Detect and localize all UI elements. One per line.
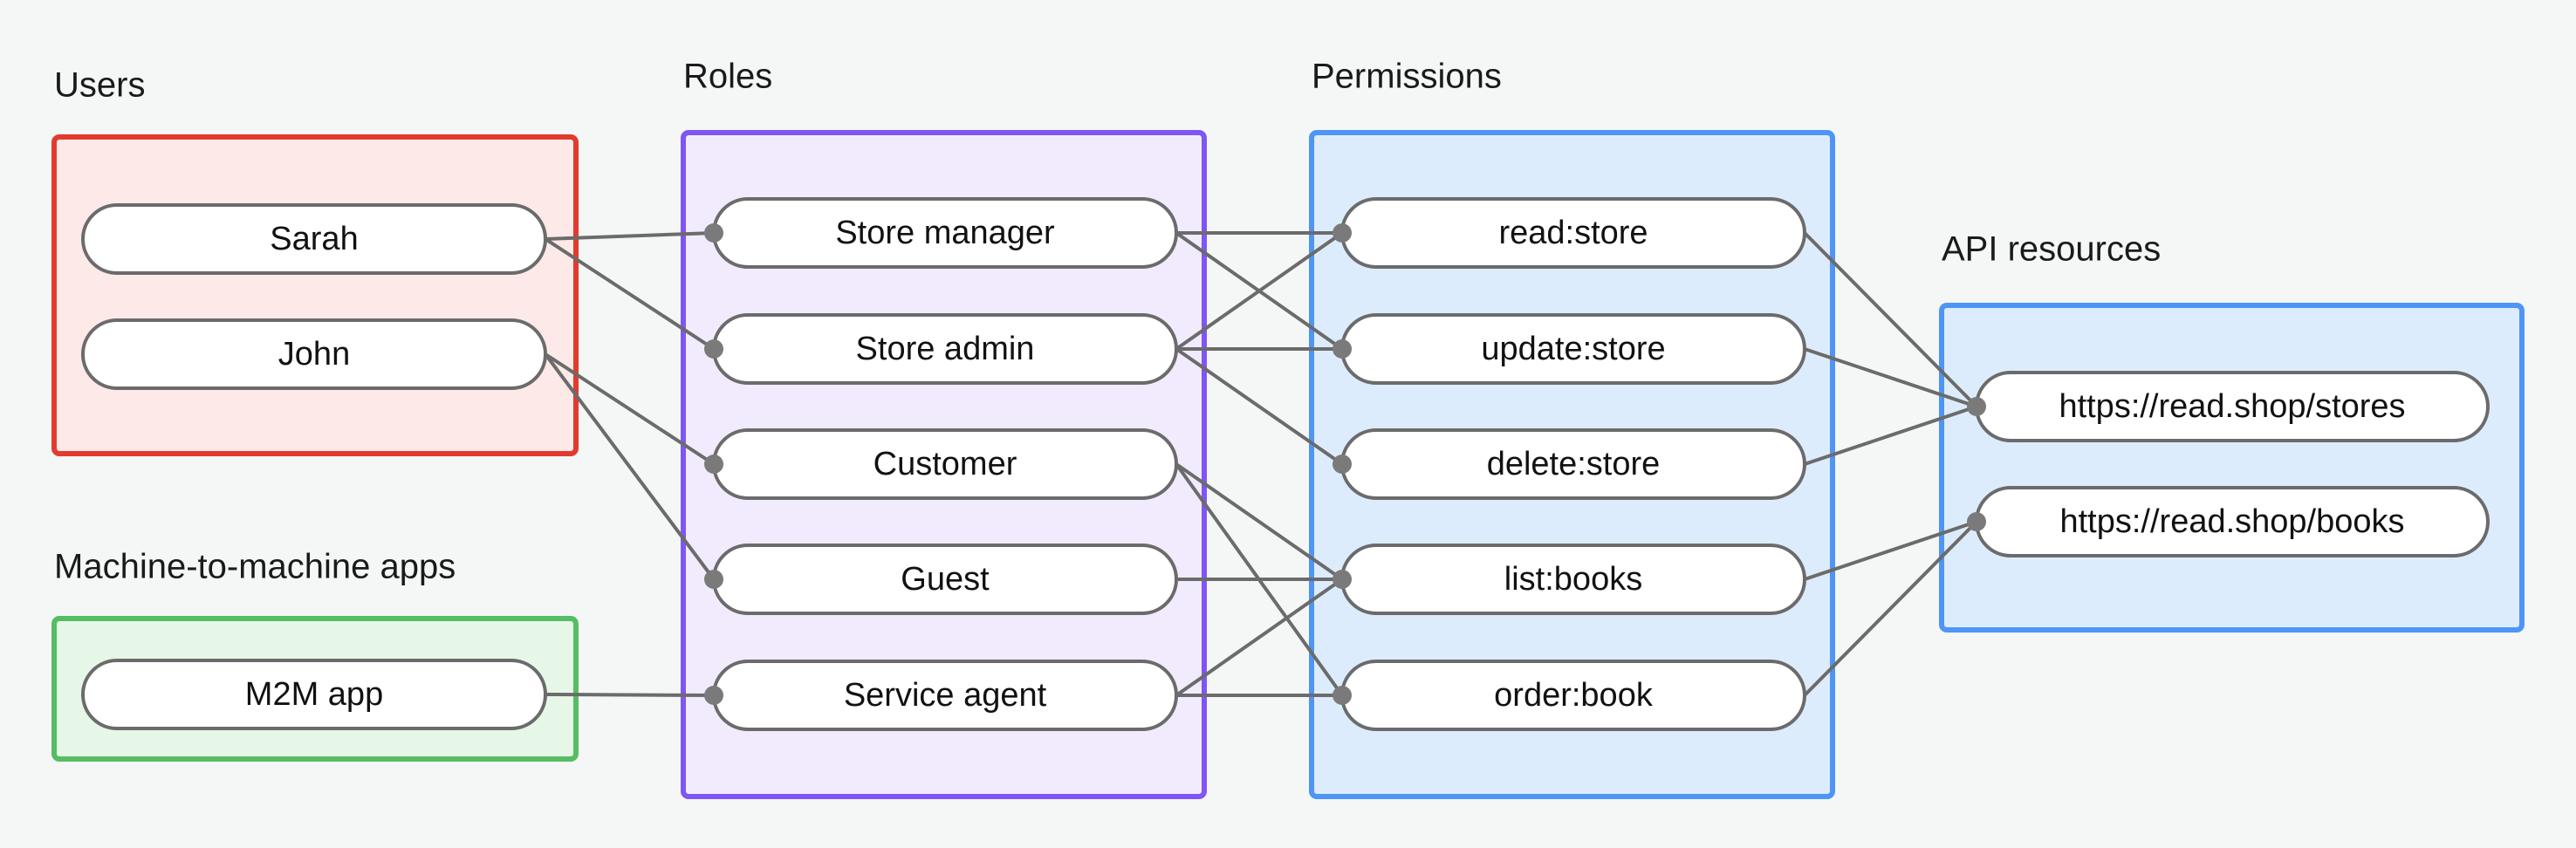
node-label-sarah: Sarah <box>270 221 358 257</box>
edge-order_book-res_books <box>1803 520 1978 697</box>
edge-john-customer <box>544 352 716 466</box>
edge-read_store-res_stores <box>1803 231 1978 408</box>
edge-sarah-store_manager <box>545 231 715 241</box>
edge-m2mapp-service_agent <box>545 693 715 697</box>
edge-update_store-res_stores <box>1804 347 1977 408</box>
endpoint-dot-ep-service_agent <box>704 686 723 705</box>
group-title-api_resources: API resources <box>1942 230 2161 269</box>
node-pill-sarah[interactable] <box>81 203 547 275</box>
endpoint-dot-ep-list_books <box>1333 570 1352 589</box>
endpoint-dot-ep-update_store <box>1333 339 1352 359</box>
node-label-guest: Guest <box>901 561 990 598</box>
node-pill-m2mapp[interactable] <box>81 659 547 730</box>
edge-store_admin-delete_store <box>1175 347 1344 466</box>
group-title-permissions: Permissions <box>1312 58 1502 96</box>
node-pill-john[interactable] <box>81 318 547 390</box>
edge-store_admin-read_store <box>1175 231 1344 351</box>
node-label-store_manager: Store manager <box>835 215 1055 251</box>
group-title-m2m: Machine-to-machine apps <box>54 548 456 586</box>
edge-sarah-store_admin <box>544 237 716 351</box>
edge-lines <box>544 231 1978 697</box>
node-label-store_admin: Store admin <box>856 331 1035 367</box>
edge-list_books-res_books <box>1804 520 1977 581</box>
endpoint-dot-ep-res_books <box>1967 512 1986 531</box>
node-label-update_store: update:store <box>1481 331 1665 367</box>
endpoint-dot-ep-delete_store <box>1333 455 1352 474</box>
endpoint-dot-ep-read_store <box>1333 223 1352 243</box>
endpoint-dot-ep-store_admin <box>704 339 723 359</box>
node-label-john: John <box>278 336 350 373</box>
endpoint-dot-ep-store_manager <box>704 223 723 243</box>
node-label-customer: Customer <box>874 446 1017 482</box>
edge-customer-list_books <box>1175 462 1344 581</box>
edge-delete_store-res_stores <box>1804 405 1977 466</box>
endpoint-dot-ep-res_stores <box>1967 397 1986 416</box>
node-label-list_books: list:books <box>1504 561 1642 598</box>
edge-service_agent-list_books <box>1175 578 1344 697</box>
group-title-users: Users <box>54 66 145 105</box>
node-label-res_books: https://read.shop/books <box>2059 503 2404 540</box>
endpoint-dot-ep-order_book <box>1333 686 1352 705</box>
node-label-m2mapp: M2M app <box>245 676 383 713</box>
node-label-delete_store: delete:store <box>1487 446 1661 482</box>
node-label-service_agent: Service agent <box>844 677 1047 714</box>
group-title-roles: Roles <box>683 58 772 96</box>
endpoint-dot-ep-guest <box>704 570 723 589</box>
endpoint-dot-ep-customer <box>704 455 723 474</box>
node-label-read_store: read:store <box>1498 215 1648 251</box>
node-label-order_book: order:book <box>1494 677 1654 714</box>
node-label-res_stores: https://read.shop/stores <box>2059 388 2405 425</box>
edge-john-guest <box>544 352 716 581</box>
group-box-api_resources <box>1939 303 2525 633</box>
edge-endpoint-dots <box>704 223 1986 705</box>
group-box-users <box>51 134 579 456</box>
